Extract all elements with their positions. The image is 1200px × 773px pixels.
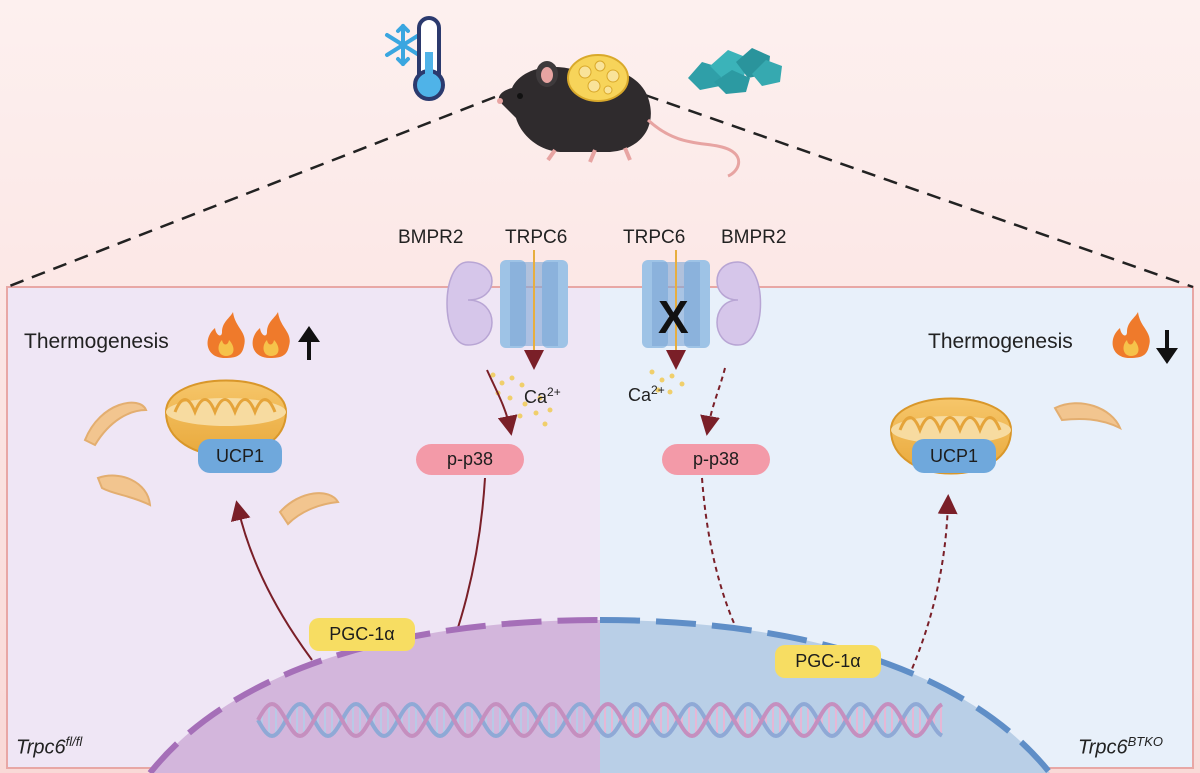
dna-helix-icon [256,701,944,739]
ucp1-right: UCP1 [912,439,996,473]
thermometer-icon [413,16,445,101]
flame-icon-left-2 [252,312,290,358]
up-arrow-icon [298,326,320,360]
bmpr2-to-pp38-arrow-left [486,369,518,436]
bmpr2-receptor-left [446,261,493,346]
pgc-to-ucp1-arrow-right [904,494,958,686]
pp38-left: p-p38 [416,444,524,475]
pgc-to-ucp1-arrow-left [230,500,313,661]
bmpr2-to-pp38-arrow-right [700,367,726,436]
bmpr2-receptor-right [716,261,762,346]
nucleus-left [150,620,600,773]
trpc6-label-right: TRPC6 [623,227,686,248]
zoom-line-right [644,93,1194,289]
calcium-label-left: Ca2+ [524,385,561,407]
bmpr2-label-right: BMPR2 [721,227,787,248]
trpc6-label-left: TRPC6 [505,227,568,248]
zoom-line-left [6,95,496,289]
genotype-label-right: Trpc6BTKO [1078,734,1164,759]
mitochondrion-icon-left-main [164,379,288,457]
ice-cubes-icon [688,48,782,94]
flame-icon-right [1112,312,1150,358]
fat-pad-icon [567,54,629,102]
pgc1a-left: PGC-1α [309,618,415,651]
snowflake-icon [385,24,421,66]
ucp1-left: UCP1 [198,439,282,473]
genotype-label-left: Trpc6fl/fl [16,734,83,759]
down-arrow-icon [1156,330,1178,364]
bmpr2-label-left: BMPR2 [398,227,464,248]
thermogenesis-label-left: Thermogenesis [24,330,169,353]
flame-icon-left-1 [207,312,245,358]
dna-strand-a [256,701,944,739]
mitochondrion-icon-small [83,401,1122,526]
calcium-ions-right [649,369,685,395]
nuclear-envelope-left [147,617,601,773]
thermogenesis-label-right: Thermogenesis [928,330,1073,353]
blocked-channel-mark: X [658,291,689,343]
pp38-right: p-p38 [662,444,770,475]
calcium-label-right: Ca2+ [628,383,665,405]
pgc1a-right: PGC-1α [775,645,881,678]
dna-strand-b [256,701,944,739]
